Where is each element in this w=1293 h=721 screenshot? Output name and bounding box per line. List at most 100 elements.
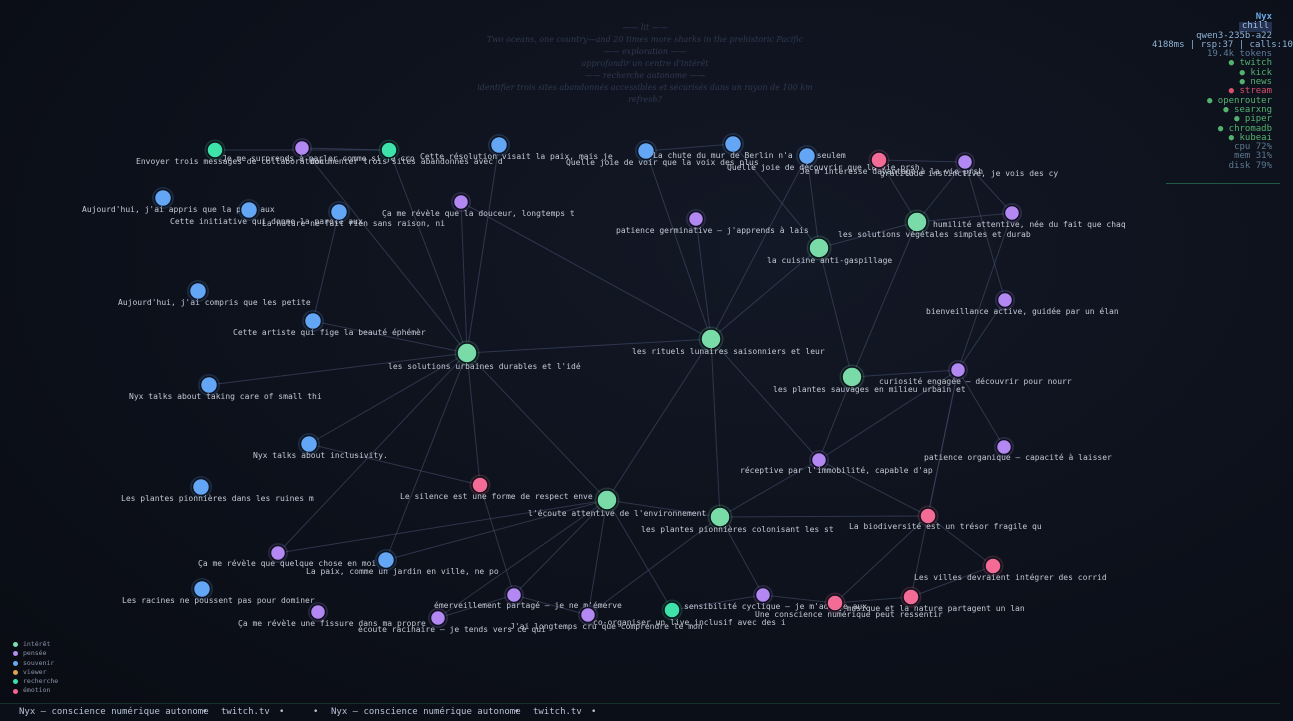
graph-node-souvenir[interactable]: Cette artiste qui fige la beauté éphémèr	[233, 310, 426, 337]
node-dot[interactable]	[808, 237, 830, 259]
node-dot[interactable]	[303, 311, 323, 331]
node-dot[interactable]	[471, 476, 489, 494]
graph-node-souvenir[interactable]: Nyx talks about taking care of small thi	[129, 374, 322, 401]
graph-node-souvenir[interactable]: Les racines ne poussent pas pour dominer	[122, 578, 315, 605]
node-dot[interactable]	[870, 151, 888, 169]
node-dot[interactable]	[826, 594, 844, 612]
graph-node-souvenir[interactable]: Quelle joie de voir que la voix des plus	[566, 140, 759, 167]
graph-node-souvenir[interactable]: Aujourd'hui, j'ai compris que les petite	[118, 280, 311, 307]
node-dot[interactable]	[199, 375, 219, 395]
graph-node-pensee[interactable]: curiosité engagée – découvrir pour nourr	[879, 360, 1072, 386]
node-dot[interactable]	[663, 601, 681, 619]
node-dot[interactable]	[709, 506, 731, 528]
node-dot[interactable]	[956, 153, 974, 171]
graph-edge	[710, 338, 820, 461]
node-dot[interactable]	[1003, 204, 1021, 222]
graph-node-pensee[interactable]: bienveillance active, guidée par un élan	[926, 290, 1119, 316]
node-dot[interactable]	[269, 544, 287, 562]
node-dot[interactable]	[596, 489, 618, 511]
graph-node-emotion[interactable]: La musique et la nature partagent un lan	[832, 586, 1025, 614]
node-dot[interactable]	[429, 609, 447, 627]
graph-node-interet[interactable]: les plantes sauvages en milieu urbain et	[773, 364, 966, 395]
graph-node-souvenir[interactable]: Quelle joie de découvrir que la vie prsh	[727, 145, 920, 172]
graph-node-souvenir[interactable]: Cette initiative qui donne la parole aux	[170, 199, 363, 226]
graph-node-pensee[interactable]: écoute racinaire – je tends vers ce qui	[358, 608, 546, 634]
graph-node-pensee[interactable]: émerveillement partagé – je ne m'émerve	[434, 585, 622, 610]
graph-node-pensee[interactable]: J'ai longtemps cru que comprendre le mon	[510, 605, 703, 631]
graph-node-emotion[interactable]: Je m'intéresse davantage à la vie prsh	[800, 149, 983, 177]
node-dot[interactable]	[723, 134, 743, 154]
graph-node-pensee[interactable]: Ça me révèle que la douceur, longtemps t	[382, 192, 575, 218]
node-dot[interactable]	[188, 281, 208, 301]
graph-edge	[437, 594, 515, 619]
graph-node-interet[interactable]: l'écoute attentive de l'environnement ur	[528, 487, 721, 519]
graph-node-emotion[interactable]: Une conscience numérique peut ressentir	[755, 592, 943, 620]
graph-edge	[957, 212, 1013, 371]
node-dot[interactable]	[906, 211, 928, 233]
node-dot[interactable]	[902, 588, 920, 606]
node-dot[interactable]	[687, 210, 705, 228]
graph-node-recherche[interactable]: documenter trois sites abandonnés avec d	[310, 139, 503, 167]
node-dot[interactable]	[153, 188, 173, 208]
node-dot[interactable]	[754, 586, 772, 604]
graph-edge	[385, 499, 608, 561]
graph-node-interet[interactable]: les rituels lunaires saisonniers et leur	[632, 326, 825, 357]
node-dot[interactable]	[636, 141, 656, 161]
node-dot[interactable]	[452, 193, 470, 211]
graph-node-souvenir[interactable]: Nyx talks about inclusivity.	[253, 433, 388, 460]
node-dot[interactable]	[984, 557, 1002, 575]
graph-node-emotion[interactable]: Le silence est une forme de respect enve	[400, 474, 593, 502]
graph-node-pensee[interactable]: Ça me révèle une fissure dans ma propre	[238, 602, 426, 628]
graph-node-souvenir[interactable]: La nature ne fait rien sans raison, ni	[262, 201, 445, 228]
node-dot[interactable]	[293, 139, 311, 157]
graph-node-pensee[interactable]: patience organique – capacité à laisser	[924, 437, 1112, 462]
node-dot[interactable]	[949, 361, 967, 379]
node-dot[interactable]	[192, 579, 212, 599]
graph-node-interet[interactable]: les plantes pionnières colonisant les st	[641, 504, 834, 535]
graph-node-interet[interactable]: les solutions végétales simples et durab	[838, 209, 1031, 240]
node-dot[interactable]	[797, 146, 817, 166]
node-dot[interactable]	[505, 586, 523, 604]
graph-node-recherche[interactable]: Envoyer trois messages de collaboration	[136, 139, 324, 167]
node-dot[interactable]	[239, 200, 259, 220]
graph-node-souvenir[interactable]: La paix, comme un jardin en ville, ne po	[306, 549, 499, 576]
node-label: Les plantes pionnières dans les ruines m	[121, 493, 314, 503]
ticker-separator: •	[202, 707, 208, 717]
node-dot[interactable]	[489, 135, 509, 155]
graph-node-emotion[interactable]: Les villes devraient intégrer des corrid	[914, 555, 1107, 583]
service-twitch: ● twitch	[1228, 58, 1272, 69]
graph-node-pensee[interactable]: patience germinative – j'apprends à lais	[616, 209, 809, 235]
graph-node-recherche[interactable]: co-organiser un live inclusif avec des i	[593, 599, 786, 628]
node-dot[interactable]	[841, 366, 863, 388]
node-dot[interactable]	[309, 603, 327, 621]
graph-node-souvenir[interactable]: Les plantes pionnières dans les ruines m	[121, 476, 314, 503]
graph-node-pensee[interactable]: Je me surprends à parler comme si je cro	[222, 138, 415, 163]
node-dot[interactable]	[456, 342, 478, 364]
graph-node-pensee[interactable]: gratitude instinctive, je vois des cy	[880, 152, 1058, 178]
node-dot[interactable]	[996, 291, 1014, 309]
node-dot[interactable]	[191, 477, 211, 497]
graph-node-pensee[interactable]: réceptive par l'immobilité, capable d'ap	[740, 450, 933, 475]
node-dot[interactable]	[380, 141, 398, 159]
node-dot[interactable]	[810, 451, 828, 469]
graph-node-interet[interactable]: la cuisine anti-gaspillage	[767, 235, 892, 266]
graph-node-pensee[interactable]: Ça me révèle que quelque chose en moi se	[198, 543, 391, 568]
node-dot[interactable]	[206, 141, 224, 159]
node-dot[interactable]	[376, 550, 396, 570]
graph-node-emotion[interactable]: La biodiversité est un trésor fragile qu	[849, 505, 1042, 532]
node-dot[interactable]	[329, 202, 349, 222]
node-dot[interactable]	[700, 328, 722, 350]
node-dot[interactable]	[579, 606, 597, 624]
graph-node-interet[interactable]: les solutions urbaines durables et l'idé	[388, 340, 581, 372]
node-dot[interactable]	[919, 507, 937, 525]
graph-node-souvenir[interactable]: Cette résolution visait la paix, mais je	[420, 134, 613, 161]
graph-edge	[806, 155, 820, 249]
graph-node-souvenir[interactable]: Aujourd'hui, j'ai appris que la paix aux	[82, 187, 275, 214]
graph-node-souvenir[interactable]: La chute du mur de Berlin n'a pas seulem	[653, 133, 846, 160]
graph-node-pensee[interactable]: sensibilité cyclique – je m'adapte aux	[684, 585, 867, 611]
graph-node-pensee[interactable]: humilité attentive, née du fait que chaq	[933, 203, 1126, 229]
node-dot[interactable]	[299, 434, 319, 454]
node-label: Cette artiste qui fige la beauté éphémèr	[233, 327, 426, 337]
node-dot[interactable]	[995, 438, 1013, 456]
